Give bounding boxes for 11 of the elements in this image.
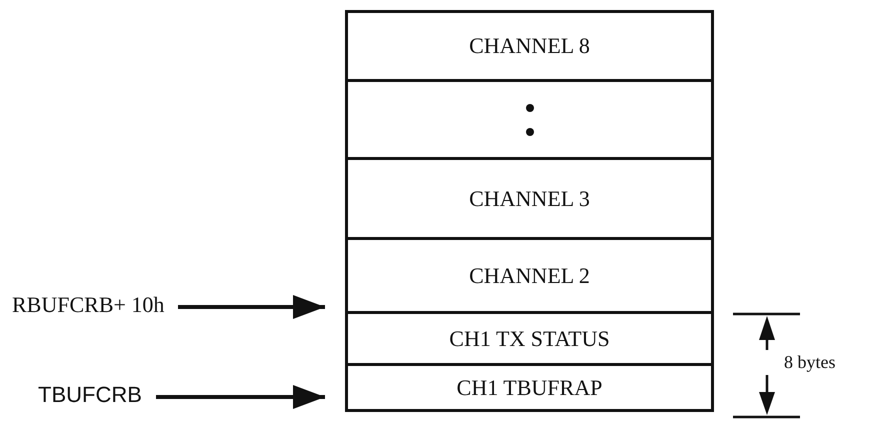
- memory-row: CH1 TX STATUS: [345, 311, 714, 366]
- arrow: [178, 295, 325, 319]
- ellipsis-row: [345, 79, 714, 160]
- memory-row: CHANNEL 8: [345, 10, 714, 82]
- memory-row: CHANNEL 3: [345, 157, 714, 240]
- pointer-label: TBUFCRB: [38, 382, 142, 408]
- dimension-label: 8 bytes: [784, 352, 836, 373]
- arrow: [156, 385, 325, 409]
- memory-row: CH1 TBUFRAP: [345, 363, 714, 412]
- pointer-label: RBUFCRB+ 10h: [12, 292, 164, 318]
- memory-row: CHANNEL 2: [345, 237, 714, 314]
